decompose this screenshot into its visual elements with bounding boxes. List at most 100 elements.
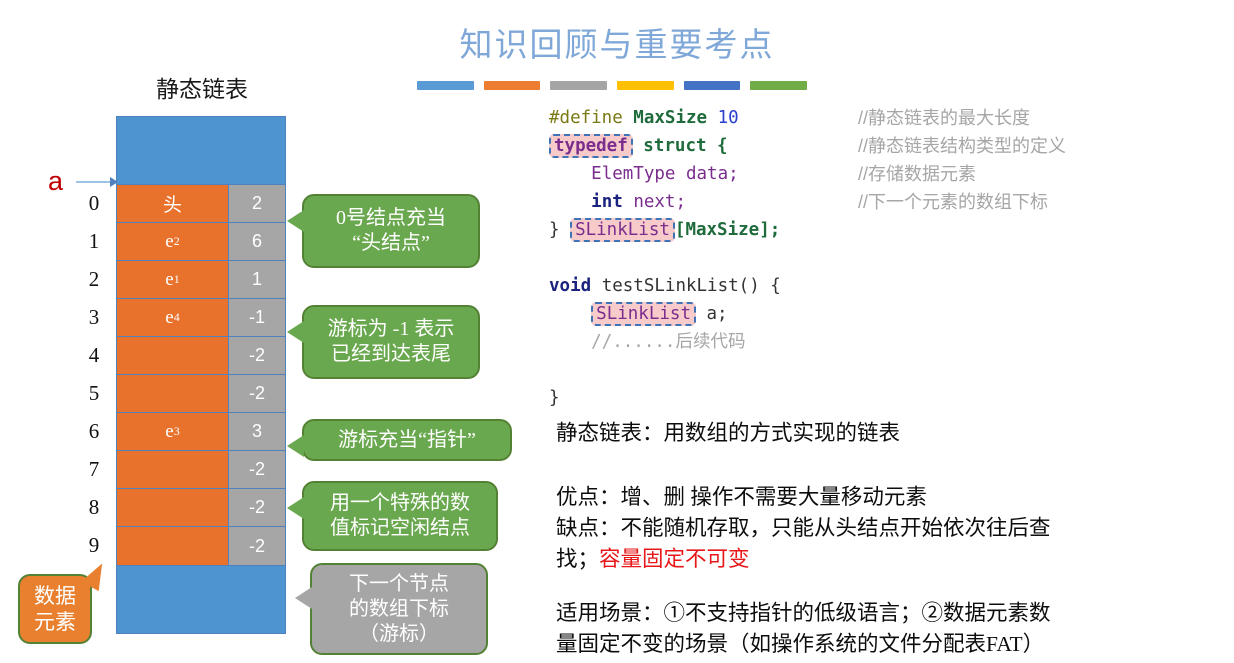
array-next-cell: -2 (229, 489, 285, 527)
array-data-cell (117, 451, 229, 489)
callout-data-element: 数据 元素 (18, 558, 111, 644)
code-comment-line: //下一个元素的数组下标 (858, 192, 1049, 212)
callout-free-node-marker: 用一个特殊的数 值标记空闲结点 (287, 481, 498, 551)
array-index-label: 0 (88, 191, 100, 215)
table-row: -2 (117, 337, 285, 375)
code-token (549, 164, 591, 184)
code-token: SLinkList (591, 302, 696, 326)
array-index-label: 1 (88, 229, 100, 253)
callout-line: 元素 (34, 610, 76, 634)
array-data-cell (117, 489, 229, 527)
callout-tail-icon (287, 210, 304, 232)
note-usecase-line1: 适用场景：①不支持指针的低级语言；②数据元素数 (556, 601, 1051, 625)
callout-head-node: 0号结点充当 “头结点” (287, 194, 480, 268)
code-comment-line: //静态链表结构类型的定义 (858, 136, 1067, 156)
code-line: } SLinkList[MaxSize]; (549, 216, 781, 244)
code-line: void testSLinkList() { (549, 272, 781, 300)
array-index-label: 9 (88, 533, 100, 557)
code-line (549, 244, 781, 272)
array-data-cell (117, 375, 229, 413)
title-bar-3 (550, 81, 608, 90)
note-definition: 静态链表：用数组的方式实现的链表 (556, 421, 901, 445)
callout-tail-marker: 游标为 -1 表示 已经到达表尾 (287, 305, 480, 379)
code-token (549, 332, 591, 352)
code-token: typedef (549, 134, 633, 158)
array-next-cell: 3 (229, 413, 285, 451)
code-line: //......后续代码 (549, 328, 781, 356)
array-index-label: 5 (88, 381, 100, 405)
code-token: } (549, 220, 571, 240)
code-token: struct { (632, 136, 728, 156)
code-token: a; (695, 304, 728, 324)
array-next-cell: -2 (229, 337, 285, 375)
array-index-label: 4 (88, 343, 100, 367)
callout-line: 游标充当“指针” (338, 428, 476, 451)
code-token: MaxSize (633, 108, 718, 128)
code-line: int next; (549, 188, 781, 216)
code-line (549, 356, 781, 384)
array-index-label: 2 (88, 267, 100, 291)
array-data-cell (117, 337, 229, 375)
code-line: typedef struct { (549, 132, 781, 160)
callout-line: 值标记空闲结点 (330, 517, 470, 539)
callout-tail-icon (287, 497, 304, 519)
title-bar-5 (683, 81, 741, 90)
title-bar-4 (617, 81, 674, 90)
callout-line: “头结点” (352, 232, 430, 254)
array-next-cell: -2 (229, 375, 285, 413)
code-token: //......后续代码 (591, 332, 746, 352)
callout-line: 数据 (34, 583, 76, 608)
code-token: [MaxSize]; (674, 220, 781, 240)
table-row: -2 (117, 451, 285, 489)
code-token: SLinkList (570, 218, 675, 242)
code-token: void (549, 276, 602, 296)
array-next-cell: 6 (229, 223, 285, 261)
code-comment-line: //存储数据元素 (858, 164, 977, 184)
title-decoration-bars (417, 81, 808, 90)
table-row: -2 (117, 375, 285, 413)
code-line: SLinkList a; (549, 300, 781, 328)
title-bar-2 (483, 81, 541, 90)
code-token: int (591, 192, 634, 212)
code-token: testSLinkList() { (601, 276, 781, 296)
array-index-label: 8 (88, 495, 100, 519)
array-data-cell: 头 (117, 185, 229, 223)
code-token: ElemType data; (591, 164, 739, 184)
title-bar-6 (750, 81, 808, 90)
page-title: 知识回顾与重要考点 (459, 28, 775, 64)
code-token: 10 (717, 108, 739, 128)
callout-line: 下一个节点 (349, 572, 449, 595)
note-cons-line2: 找；容量固定不可变 (556, 544, 750, 575)
code-comment-line: //静态链表的最大长度 (858, 108, 1031, 128)
array-index-label: 6 (88, 419, 100, 443)
array-data-cell (117, 527, 229, 565)
note-pros: 优点：增、删 操作不需要大量移动元素 (556, 485, 927, 509)
callout-line: （游标） (359, 622, 439, 645)
code-token (549, 304, 591, 324)
code-token: #define (549, 108, 634, 128)
note-cons-highlight: 容量固定不可变 (599, 547, 750, 571)
code-line: ElemType data; (549, 160, 781, 188)
callout-tail-icon (287, 321, 304, 343)
note-cons-line1: 缺点：不能随机存取，只能从头结点开始依次往后查 (556, 516, 1051, 540)
array-next-cell: -2 (229, 527, 285, 565)
callout-line: 的数组下标 (349, 597, 449, 620)
callout-line: 游标为 -1 表示 (327, 318, 455, 340)
callout-line: 0号结点充当 (336, 207, 446, 229)
note-cons-prefix: 找； (556, 547, 600, 571)
note-usecase-line2: 量固定不变的场景（如操作系统的文件分配表FAT） (556, 632, 1045, 656)
code-comments: //静态链表的最大长度 //静态链表结构类型的定义 //存储数据元素 //下一个元素的… (858, 104, 1066, 216)
pointer-arrow-icon (76, 177, 118, 187)
code-token (549, 192, 591, 212)
